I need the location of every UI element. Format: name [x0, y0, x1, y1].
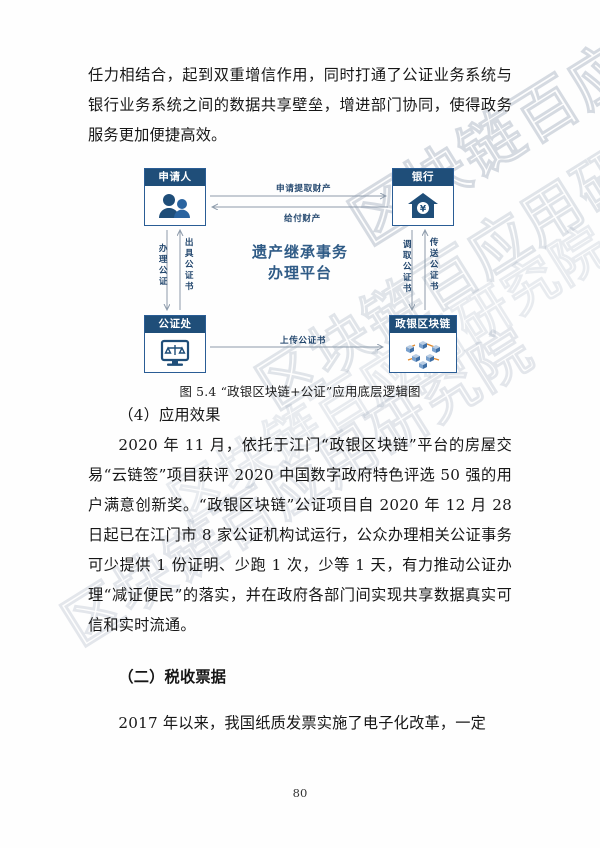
paragraph-tax-receipts: 2017 年以来，我国纸质发票实施了电子化改革，一定: [118, 714, 487, 732]
node-notary-office-label: 公证处: [145, 316, 205, 333]
arrow-label-upload-certificate: 上传公证书: [280, 336, 326, 346]
node-applicant-body: [145, 186, 205, 225]
node-gov-bank-blockchain: 政银区块链: [389, 315, 457, 373]
figure-5-4: 申请人 银行: [88, 160, 512, 399]
node-gov-bank-blockchain-body: [390, 333, 456, 372]
node-bank: 银行 ¥: [392, 168, 454, 226]
page-content: 任力相结合，起到双重增信作用，同时打通了公证业务系统与银行业务系统之间的数据共享…: [88, 60, 512, 738]
heading-section-tax-receipts: （二）税收票据: [118, 668, 227, 686]
arrow-label-issue-certificate: 出具公证书: [184, 238, 195, 292]
diagram-center-title: 遗产继承事务 办理平台: [228, 242, 372, 284]
node-bank-body: ¥: [393, 186, 453, 225]
node-gov-bank-blockchain-label: 政银区块链: [390, 316, 456, 333]
arrow-label-apply-withdraw: 申请提取财产: [276, 184, 332, 194]
bank-house-yuan-icon: ¥: [408, 192, 438, 218]
arrow-label-fetch-certificate: 调取公证书: [402, 240, 413, 294]
notary-monitor-icon: [160, 339, 190, 366]
svg-text:¥: ¥: [420, 204, 427, 214]
paragraph-application-effect: 2020 年 11 月，依托于江门“政银区块链”平台的房屋交易“云链签”项目获评…: [88, 436, 512, 634]
blockchain-nodes-icon: [405, 340, 440, 369]
arrow-label-pay-property: 给付财产: [284, 214, 321, 224]
node-applicant: 申请人: [144, 168, 206, 226]
page-number: 80: [292, 786, 308, 800]
diagram-canvas: 申请人 银行: [130, 160, 470, 378]
node-bank-label: 银行: [393, 169, 453, 186]
center-title-line2: 办理平台: [267, 264, 332, 282]
figure-caption: 图 5.4 “政银区块链+公证”应用底层逻辑图: [179, 384, 421, 399]
diagram-connectors: [130, 160, 470, 378]
node-applicant-label: 申请人: [145, 169, 205, 186]
center-title-line1: 遗产继承事务: [251, 243, 348, 261]
node-notary-office-body: [145, 333, 205, 372]
arrow-label-send-certificate: 传送公证书: [429, 238, 440, 292]
node-notary-office: 公证处: [144, 315, 206, 373]
paragraph-continuation: 任力相结合，起到双重增信作用，同时打通了公证业务系统与银行业务系统之间的数据共享…: [88, 66, 512, 144]
arrow-label-do-notarization: 办理公证: [158, 244, 169, 287]
people-icon: [159, 193, 190, 218]
heading-application-effect: （4）应用效果: [118, 406, 221, 424]
